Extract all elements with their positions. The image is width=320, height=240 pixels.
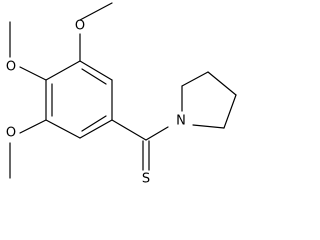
thioamide-group bbox=[111, 119, 169, 171]
atom-label-nitrogen: N bbox=[176, 114, 186, 129]
pyrrolidine-ring bbox=[181, 71, 237, 129]
atom-label-oxygen-lower: O bbox=[6, 126, 16, 141]
atom-label-oxygen-middle: O bbox=[6, 60, 16, 75]
methoxy-middle bbox=[9, 21, 47, 81]
atom-label-sulfur: S bbox=[142, 172, 150, 187]
methoxy-top bbox=[79, 2, 113, 62]
benzene-ring bbox=[45, 60, 113, 139]
methoxy-lower bbox=[9, 119, 47, 179]
chemical-structure: O O O N S bbox=[6, 2, 237, 187]
atom-label-oxygen-top: O bbox=[75, 19, 85, 34]
